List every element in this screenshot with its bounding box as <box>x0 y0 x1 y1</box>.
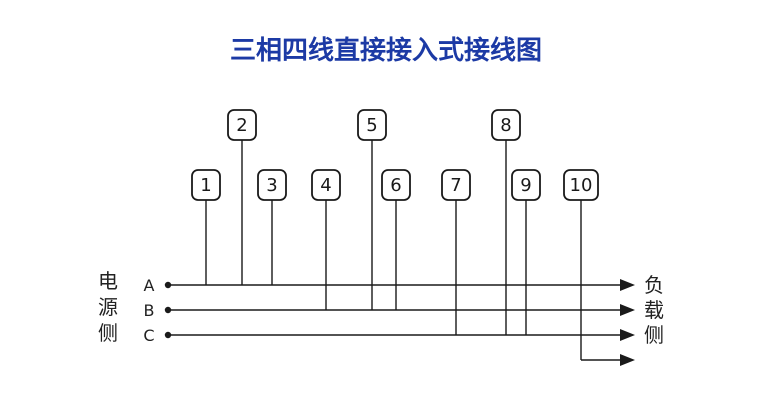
load-side-char-3: 侧 <box>644 323 664 347</box>
terminal-boxes: 1 2 3 4 5 6 7 <box>191 109 599 201</box>
terminal-box-3: 3 <box>257 169 287 201</box>
load-side-label: 负 载 侧 <box>644 273 664 347</box>
diagram-title: 三相四线直接接入式接线图 <box>230 36 542 66</box>
terminal-box-5-label: 5 <box>366 115 377 136</box>
phase-c-label: C <box>143 326 154 345</box>
terminal-box-8-frame <box>491 109 521 141</box>
terminal-box-3-label: 3 <box>266 175 277 196</box>
terminal-box-6-label: 6 <box>390 175 401 196</box>
source-side-char-1: 电 <box>98 269 118 293</box>
phase-b-label: B <box>144 301 155 320</box>
source-junction-dots <box>164 281 172 339</box>
terminal-box-9-frame <box>511 169 541 201</box>
junction-dot-phase-c <box>164 331 172 339</box>
terminal-box-2: 2 <box>227 109 257 141</box>
phase-a-label: A <box>144 276 155 295</box>
load-side-char-2: 载 <box>644 298 664 322</box>
terminal-box-1-frame <box>191 169 221 201</box>
phase-bus-lines <box>168 284 621 361</box>
arrowhead-phase-b-icon <box>620 304 635 316</box>
terminal-drop-wires <box>205 140 582 360</box>
junction-dot-phase-a <box>164 281 172 289</box>
terminal-box-3-frame <box>257 169 287 201</box>
terminal-box-4-frame <box>311 169 341 201</box>
junction-dot-phase-b <box>164 306 172 314</box>
terminal-box-6-frame <box>381 169 411 201</box>
terminal-box-8-label: 8 <box>500 115 511 136</box>
arrowhead-neutral-icon <box>620 354 635 366</box>
phase-labels: A B C <box>143 276 154 345</box>
terminal-box-9: 9 <box>511 169 541 201</box>
arrowhead-phase-c-icon <box>620 329 635 341</box>
terminal-box-5-frame <box>357 109 387 141</box>
terminal-box-7-label: 7 <box>450 175 461 196</box>
terminal-box-1-label: 1 <box>200 175 211 196</box>
terminal-box-2-label: 2 <box>236 115 247 136</box>
source-side-char-2: 源 <box>98 295 118 319</box>
terminal-box-8: 8 <box>491 109 521 141</box>
arrowhead-phase-a-icon <box>620 279 635 291</box>
terminal-box-10-frame <box>563 169 599 201</box>
terminal-box-4-label: 4 <box>320 175 331 196</box>
source-side-char-3: 侧 <box>98 321 118 345</box>
load-arrowheads <box>620 279 635 366</box>
source-side-label: 电 源 侧 <box>98 269 118 345</box>
terminal-box-1: 1 <box>191 169 221 201</box>
terminal-box-7: 7 <box>441 169 471 201</box>
terminal-box-9-label: 9 <box>520 175 531 196</box>
terminal-box-7-frame <box>441 169 471 201</box>
terminal-box-10: 10 <box>563 169 599 201</box>
terminal-box-4: 4 <box>311 169 341 201</box>
terminal-box-5: 5 <box>357 109 387 141</box>
terminal-box-10-label: 10 <box>570 175 593 196</box>
terminal-box-2-frame <box>227 109 257 141</box>
terminal-box-6: 6 <box>381 169 411 201</box>
load-side-char-1: 负 <box>644 273 664 297</box>
